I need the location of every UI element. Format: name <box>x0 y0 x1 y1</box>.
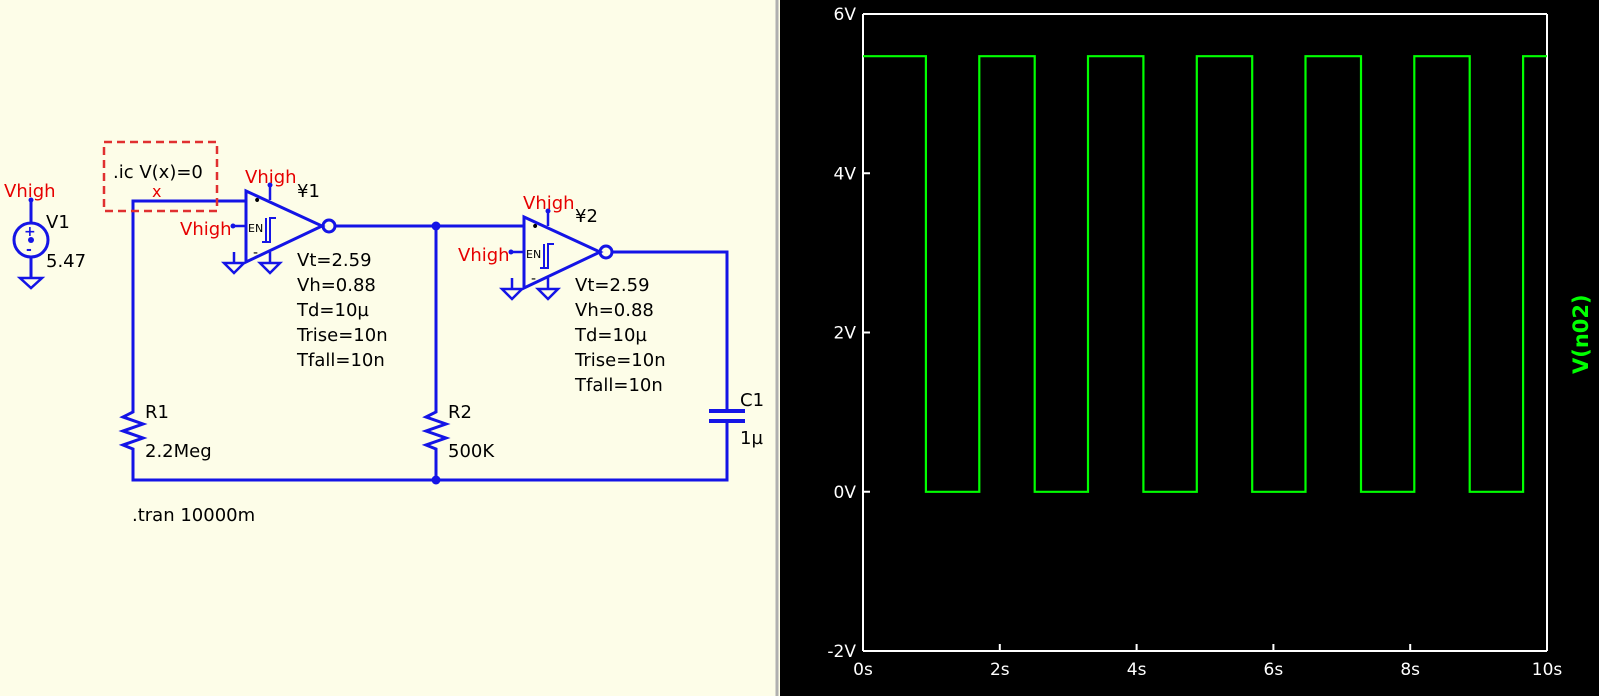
v1-vhigh-label: Vhigh <box>4 181 56 202</box>
trace-line[interactable] <box>863 55 1547 493</box>
y1-name[interactable]: ¥1 <box>297 181 320 202</box>
y1-en-label: EN <box>248 222 263 235</box>
y1-param: Td=10µ <box>296 300 369 321</box>
svg-text:-: - <box>531 271 536 287</box>
y2-params[interactable]: Vt=2.59 Vh=0.88 Td=10µ Trise=10n Tfall=1… <box>574 275 666 396</box>
x-tick-label: 8s <box>1400 660 1420 680</box>
ground-icon <box>16 276 46 290</box>
svg-text:+: + <box>24 224 36 240</box>
y2-en-label: EN <box>526 248 541 261</box>
r2-resistor-icon[interactable] <box>421 407 451 452</box>
x-tick-label: 2s <box>990 660 1010 680</box>
y-tick-label: 6V <box>834 5 857 25</box>
svg-text:•: • <box>531 219 539 235</box>
axis-ticks: 0s 2s 4s 6s 8s 10s 6V 4V 2V 0V -2V <box>827 5 1562 680</box>
y2-param: Vt=2.59 <box>575 275 650 296</box>
v1-value[interactable]: 5.47 <box>46 251 86 272</box>
y1-param: Tfall=10n <box>296 350 385 371</box>
r1-value[interactable]: 2.2Meg <box>145 441 212 462</box>
y2-param: Vh=0.88 <box>575 300 654 321</box>
y2-name[interactable]: ¥2 <box>575 206 598 227</box>
ground-icon <box>498 287 526 301</box>
y-tick-label: 0V <box>834 483 857 503</box>
hysteresis-icon <box>540 243 554 269</box>
c1-name[interactable]: C1 <box>740 390 764 411</box>
y2-schmitt-inverter[interactable]: • - <box>498 208 614 301</box>
y2-param: Trise=10n <box>574 350 666 371</box>
wire-x-net <box>131 199 245 407</box>
y1-vhigh-en: Vhigh <box>180 219 232 240</box>
x-tick-label: 6s <box>1264 660 1284 680</box>
waveform-plot-pane[interactable]: V(n02) 0s 2s 4s 6s 8s 10s 6V 4V 2V 0V -2V <box>780 0 1599 696</box>
y1-param: Trise=10n <box>296 325 388 346</box>
v1-source[interactable]: + - <box>12 197 50 290</box>
x-tick-label: 4s <box>1127 660 1147 680</box>
c1-value[interactable]: 1µ <box>740 428 763 449</box>
r2-name[interactable]: R2 <box>448 402 472 423</box>
y1-param: Vh=0.88 <box>297 275 376 296</box>
r1-name[interactable]: R1 <box>145 402 169 423</box>
svg-text:-: - <box>253 245 258 261</box>
schematic-pane[interactable]: .ic V(x)=0 x + - Vhigh V1 5.47 • - EN Vh… <box>0 0 780 696</box>
svg-text:•: • <box>253 193 261 209</box>
y-axis-label[interactable]: V(n02) <box>1569 294 1593 374</box>
v1-name[interactable]: V1 <box>46 212 70 233</box>
ground-icon <box>256 261 284 275</box>
wire-y2-out <box>612 250 729 410</box>
junction-dot <box>431 475 441 485</box>
ground-icon <box>220 261 248 275</box>
r2-value[interactable]: 500K <box>448 441 495 462</box>
y-tick-label: 2V <box>834 324 857 344</box>
wire-r1-bottom <box>131 450 729 482</box>
y2-vhigh-top: Vhigh <box>523 193 575 214</box>
wires <box>131 199 729 482</box>
tran-directive[interactable]: .tran 10000m <box>132 505 255 526</box>
x-tick-label: 10s <box>1532 660 1563 680</box>
y2-param: Td=10µ <box>574 325 647 346</box>
ground-icon <box>534 287 562 301</box>
y2-param: Tfall=10n <box>574 375 663 396</box>
ic-directive-box[interactable] <box>102 140 219 213</box>
y1-param: Vt=2.59 <box>297 250 372 271</box>
x-tick-label: 0s <box>853 660 873 680</box>
y1-vhigh-top: Vhigh <box>245 167 297 188</box>
y1-params[interactable]: Vt=2.59 Vh=0.88 Td=10µ Trise=10n Tfall=1… <box>296 250 388 371</box>
y1-schmitt-inverter[interactable]: • - <box>220 182 337 275</box>
junction-dot <box>431 221 441 231</box>
svg-text:-: - <box>26 242 32 258</box>
ic-directive[interactable]: .ic V(x)=0 <box>113 162 203 183</box>
y-tick-label: 4V <box>834 164 857 184</box>
r1-resistor-icon[interactable] <box>118 407 148 452</box>
node-label-x: x <box>152 182 161 201</box>
c1-capacitor-icon[interactable] <box>709 409 745 450</box>
trace-v-n02[interactable] <box>863 55 1547 493</box>
y2-vhigh-en: Vhigh <box>458 245 510 266</box>
y-tick-label: -2V <box>827 642 856 662</box>
hysteresis-icon <box>262 217 276 243</box>
